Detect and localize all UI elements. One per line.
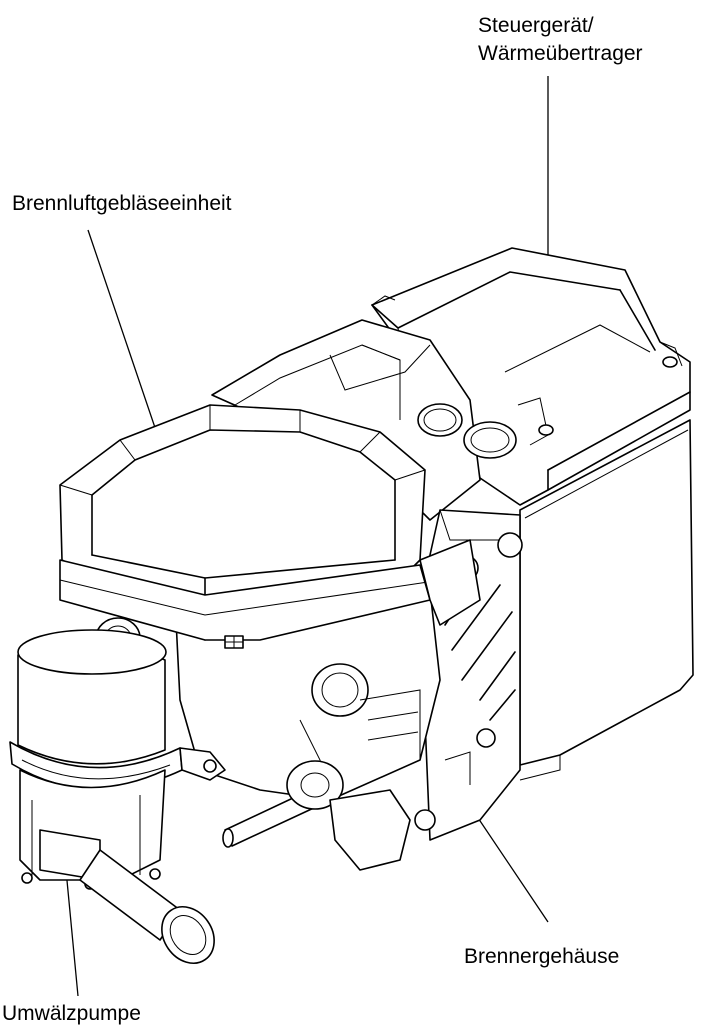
label-brennluftgeblaeseeinheit: Brennluftgebläseeinheit [12, 192, 232, 215]
circulation-pump [9, 629, 226, 964]
label-brennergehaeuse: Brennergehäuse [464, 945, 620, 968]
blower-unit [59, 404, 481, 659]
leader-umwaelzpumpe [65, 869, 79, 997]
label-umwaelzpumpe: Umwälzpumpe [2, 1002, 141, 1025]
control-unit [371, 247, 691, 506]
label-steuergeraet-line1: Steuergerät/ [478, 14, 594, 37]
label-steuergeraet-line2: Wärmeübertrager [478, 42, 643, 65]
leader-brennergehaeuse [469, 805, 549, 923]
